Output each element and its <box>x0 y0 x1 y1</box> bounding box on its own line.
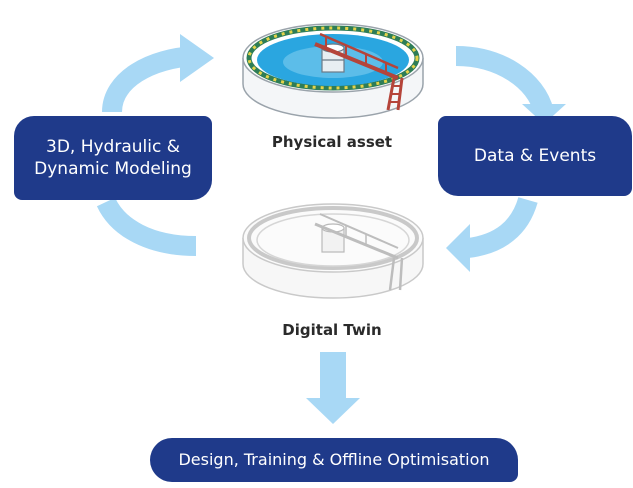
modeling-node-line1: 3D, Hydraulic & <box>46 136 180 157</box>
physical-asset-caption: Physical asset <box>271 133 393 151</box>
arrow-data-to-twin <box>446 196 538 272</box>
design-training-node: Design, Training & Offline Optimisation <box>150 438 518 482</box>
modeling-node-line2: Dynamic Modeling <box>34 159 192 179</box>
arrow-asset-to-data <box>455 46 566 124</box>
clarifier-tank-wireframe-icon <box>242 203 424 299</box>
data-events-node: Data & Events <box>438 116 632 196</box>
clarifier-tank-icon <box>242 23 424 119</box>
design-training-label: Design, Training & Offline Optimisation <box>178 449 490 469</box>
digital-twin-caption: Digital Twin <box>282 321 382 339</box>
arrow-model-to-asset <box>102 34 214 113</box>
data-events-label: Data & Events <box>473 145 597 166</box>
modeling-node: 3D, Hydraulic & Dynamic Modeling <box>14 116 212 200</box>
arrow-twin-to-design <box>306 352 360 424</box>
arrow-twin-to-model <box>96 197 197 256</box>
